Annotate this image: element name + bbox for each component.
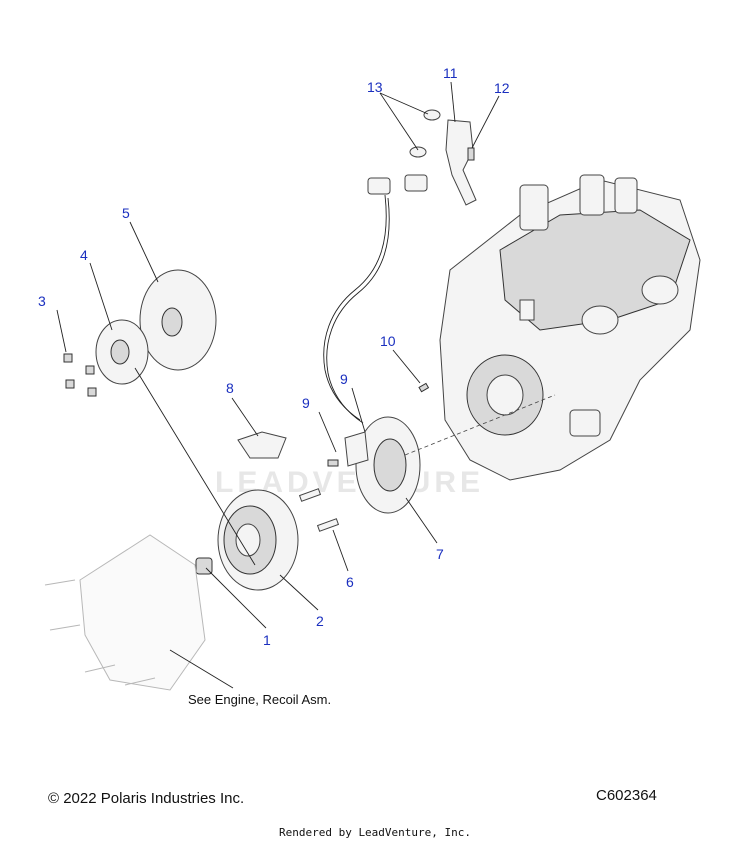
callout-7: 7 [436,546,444,562]
clamp-upper [423,109,441,121]
callout-11: 11 [443,65,458,81]
rendered-by: Rendered by LeadVenture, Inc. [278,826,472,839]
callout-6: 6 [346,574,354,590]
connector-left [367,177,391,195]
engine-block [439,174,701,481]
mount-bracket [237,431,287,459]
stator [355,394,556,514]
callout-9b: 9 [340,371,348,387]
callout-1: 1 [263,632,271,648]
clamp-lower [409,146,427,158]
recoil-housing [44,534,206,691]
screws-6 [298,488,340,532]
callout-10: 10 [380,333,396,349]
bolt-12 [467,147,475,161]
woodruff-key [418,382,430,393]
callout-9a: 9 [302,395,310,411]
bolts-3 [63,353,97,397]
wire-harness [323,194,387,421]
callout-4: 4 [80,247,88,263]
flywheel-5 [139,269,217,371]
connector-right [404,174,428,192]
bracket [445,119,477,206]
screw-9 [327,459,339,467]
pickup-plate [344,431,369,467]
copyright-text: © 2022 Polaris Industries Inc. [48,790,245,807]
callout-8: 8 [226,380,234,396]
callout-5: 5 [122,205,130,221]
flywheel-2 [217,489,299,591]
reference-note: See Engine, Recoil Asm. [188,692,331,707]
callout-2: 2 [316,613,324,629]
starter-cup [95,319,149,385]
callout-13: 13 [367,79,383,95]
diagram-code: C602364 [596,787,657,804]
callout-3: 3 [38,293,46,309]
callout-12: 12 [494,80,510,96]
